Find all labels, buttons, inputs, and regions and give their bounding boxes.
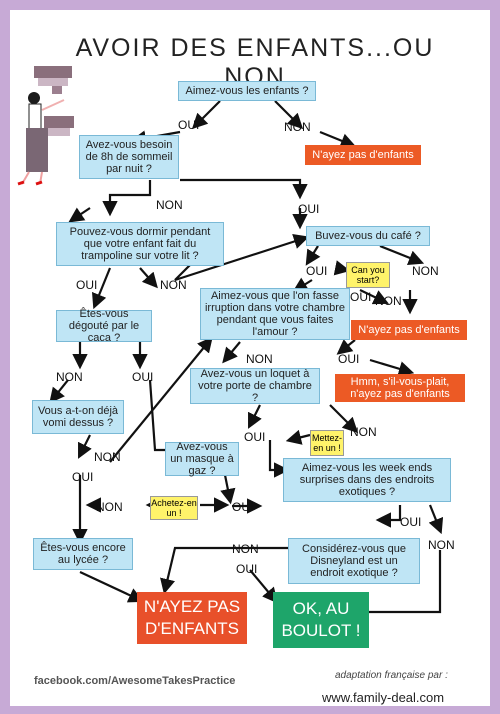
note-buy-one: Achetez-en un ! <box>150 496 198 520</box>
final-get-to-work: OK, AU BOULOT ! <box>273 592 369 648</box>
label-oui-11: OUI <box>400 515 422 529</box>
label-non-5: NON <box>375 294 402 308</box>
footer-website-link[interactable]: www.family-deal.com <box>322 690 445 705</box>
question-trampoline: Pouvez-vous dormir pendant que votre enf… <box>56 222 224 266</box>
result-no-children-1: N'ayez pas d'enfants <box>305 145 421 165</box>
label-non-12: NON <box>232 542 259 556</box>
question-coffee: Buvez-vous du café ? <box>306 226 430 246</box>
final-no-children: N'AYEZ PAS D'ENFANTS <box>137 592 247 644</box>
question-door-latch: Avez-vous un loquet à votre porte de cha… <box>190 368 320 404</box>
question-vomited-on: Vous a-t-on déjà vomi dessus ? <box>32 400 124 434</box>
label-non-7: NON <box>56 370 83 384</box>
label-non-9: NON <box>94 450 121 464</box>
question-need-sleep: Avez-vous besoin de 8h de sommeil par nu… <box>79 135 179 179</box>
label-non-3: NON <box>412 264 439 278</box>
question-disneyland: Considérez-vous que Disneyland est un en… <box>288 538 420 584</box>
question-surprise-weekends: Aimez-vous les week ends surprises dans … <box>283 458 451 502</box>
label-non-8: NON <box>350 425 377 439</box>
label-oui-8: OUI <box>244 430 266 444</box>
label-oui-4: OUI <box>76 278 98 292</box>
note-get-a-latch: Mettez-en un ! <box>310 430 344 456</box>
label-non-2: NON <box>156 198 183 212</box>
label-non-10: NON <box>96 500 123 514</box>
label-oui-10: OUI <box>232 500 254 514</box>
result-please-no-children: Hmm, s'il-vous-plait, n'ayez pas d'enfan… <box>335 374 465 402</box>
footer-adaptation-credit: adaptation française par : <box>335 670 448 681</box>
question-disgusted-poop: Êtes-vous dégouté par le caca ? <box>56 308 152 344</box>
question-gas-mask: Avez-vous un masque à gaz ? <box>165 441 239 477</box>
label-oui-6: OUI <box>338 352 360 366</box>
label-non-6: NON <box>246 352 273 366</box>
note-can-you-start: Can you start? <box>346 262 390 288</box>
label-non-4: NON <box>160 278 187 292</box>
label-oui-1: OUI <box>178 118 200 132</box>
label-oui-12: OUI <box>236 562 258 576</box>
question-high-school: Êtes-vous encore au lycée ? <box>33 538 133 570</box>
footer-facebook-link[interactable]: facebook.com/AwesomeTakesPractice <box>34 675 236 687</box>
label-oui-9: OUI <box>72 470 94 484</box>
question-like-children: Aimez-vous les enfants ? <box>178 81 316 101</box>
result-no-children-2: N'ayez pas d'enfants <box>351 320 467 340</box>
page-title: AVOIR DES ENFANTS...OU NON <box>75 34 435 91</box>
label-non-1: NON <box>284 120 311 134</box>
label-oui-7: OUI <box>132 370 154 384</box>
woman-with-gifts-illustration <box>17 66 74 186</box>
label-oui-2: OUI <box>298 202 320 216</box>
label-oui-5: OUI <box>350 290 372 304</box>
poster-paper <box>10 10 490 706</box>
question-bedroom-interruption: Aimez-vous que l'on fasse irruption dans… <box>200 288 350 340</box>
label-non-11: NON <box>428 538 455 552</box>
label-oui-3: OUI <box>306 264 328 278</box>
